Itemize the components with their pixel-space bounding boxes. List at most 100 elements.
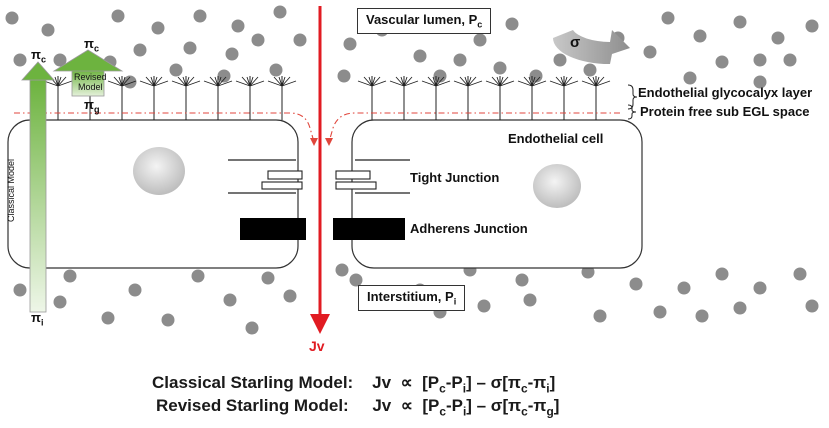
sigma-arrow [553, 30, 630, 65]
protein-particle [223, 293, 237, 307]
protein-particle [273, 5, 287, 19]
protein-particle [661, 11, 675, 25]
protein-particle [643, 45, 657, 59]
pi-c-classical: πc [31, 47, 47, 65]
protein-particle [193, 9, 207, 23]
protein-particle [629, 277, 643, 291]
protein-particle [53, 53, 67, 67]
sub-egl-path-right [328, 112, 620, 143]
protein-particle [505, 17, 519, 31]
protein-particle [133, 43, 147, 57]
sub-egl-label: Protein free sub EGL space [640, 104, 810, 119]
protein-particle [335, 263, 349, 277]
adherens-junction-left [240, 218, 306, 240]
pi-i-label: πi [31, 310, 44, 328]
protein-particle [128, 283, 142, 297]
protein-particle [349, 273, 363, 287]
revised-model-arrow [52, 49, 124, 97]
sigma-label: σ [570, 34, 581, 51]
protein-particle [337, 69, 351, 83]
protein-particle [581, 265, 595, 279]
protein-particle [529, 69, 543, 83]
protein-particle [225, 47, 239, 61]
protein-particle [5, 11, 19, 25]
protein-particle [753, 75, 767, 89]
jv-flow-arrowhead [310, 314, 330, 334]
protein-particle [169, 63, 183, 77]
protein-particle [515, 273, 529, 287]
protein-particle [343, 37, 357, 51]
sub-egl-arrow-right [325, 138, 333, 146]
protein-particle [715, 267, 729, 281]
protein-particle [783, 53, 797, 67]
protein-particle [151, 21, 165, 35]
nucleus-left [133, 147, 185, 195]
protein-particle [553, 53, 567, 67]
endothelial-cell-label: Endothelial cell [508, 131, 604, 146]
adherens-junction-right [333, 218, 405, 240]
protein-particle [523, 293, 537, 307]
glycocalyx-strand [485, 76, 515, 120]
protein-particle [53, 295, 67, 309]
revised-equation: Revised Starling Model: Jv ∝ [Pc-Pi] – σ… [156, 396, 560, 419]
protein-particle [653, 305, 667, 319]
tight-junction [228, 159, 410, 194]
protein-particle [771, 31, 785, 45]
protein-particle [493, 61, 507, 75]
protein-particle [695, 309, 709, 323]
protein-particle [231, 19, 245, 33]
protein-particle [753, 53, 767, 67]
endothelial-cell-right [351, 119, 643, 269]
protein-particle [805, 299, 819, 313]
protein-particle [261, 271, 275, 285]
protein-particle [41, 23, 55, 37]
protein-particle [217, 69, 231, 83]
protein-particle [269, 63, 283, 77]
glycocalyx-strand [421, 76, 451, 120]
classical-model-label: Classical Model [6, 158, 16, 222]
pi-g-label: πg [84, 97, 100, 115]
glycocalyx-strand [517, 76, 547, 120]
protein-particle [191, 269, 205, 283]
protein-particle [733, 15, 747, 29]
protein-particle [793, 267, 807, 281]
tight-junction-label: Tight Junction [410, 170, 500, 185]
glycocalyx-brace [627, 84, 638, 110]
glycocalyx-label: Endothelial glycocalyx layer [638, 85, 813, 100]
protein-particle [161, 313, 175, 327]
protein-particle [683, 71, 697, 85]
protein-particle [583, 63, 597, 77]
protein-particle [433, 69, 447, 83]
sub-egl-arrow-left [310, 138, 318, 146]
protein-particle [693, 29, 707, 43]
protein-particle [293, 33, 307, 47]
interstitium-label: Interstitium, Pi [358, 285, 466, 311]
vascular-lumen-label: Vascular lumen, Pc [357, 8, 492, 34]
protein-particle [111, 9, 125, 23]
protein-particle [101, 311, 115, 325]
protein-particle [13, 283, 27, 297]
pi-c-revised: πc [84, 36, 100, 54]
protein-particle [413, 49, 427, 63]
jv-label: Jv [309, 338, 325, 354]
protein-particle [473, 33, 487, 47]
protein-particle [63, 269, 77, 283]
protein-particle [715, 55, 729, 69]
protein-particle [245, 321, 259, 335]
protein-particle [183, 41, 197, 55]
protein-particle [733, 301, 747, 315]
revised-model-label-line1: Revised [74, 72, 107, 82]
glycocalyx-strand [235, 76, 265, 120]
adherens-junction-label: Adherens Junction [410, 221, 528, 236]
protein-particle [477, 299, 491, 313]
classical-equation: Classical Starling Model: Jv ∝ [Pc-Pi] –… [152, 373, 556, 396]
protein-particle [805, 19, 819, 33]
protein-particle [123, 75, 137, 89]
protein-particle [283, 289, 297, 303]
glycocalyx-strand [267, 76, 297, 120]
protein-particle [251, 33, 265, 47]
nucleus-right [533, 164, 581, 208]
revised-model-label-line2: Model [78, 82, 103, 92]
glycocalyx-strand [389, 76, 419, 120]
